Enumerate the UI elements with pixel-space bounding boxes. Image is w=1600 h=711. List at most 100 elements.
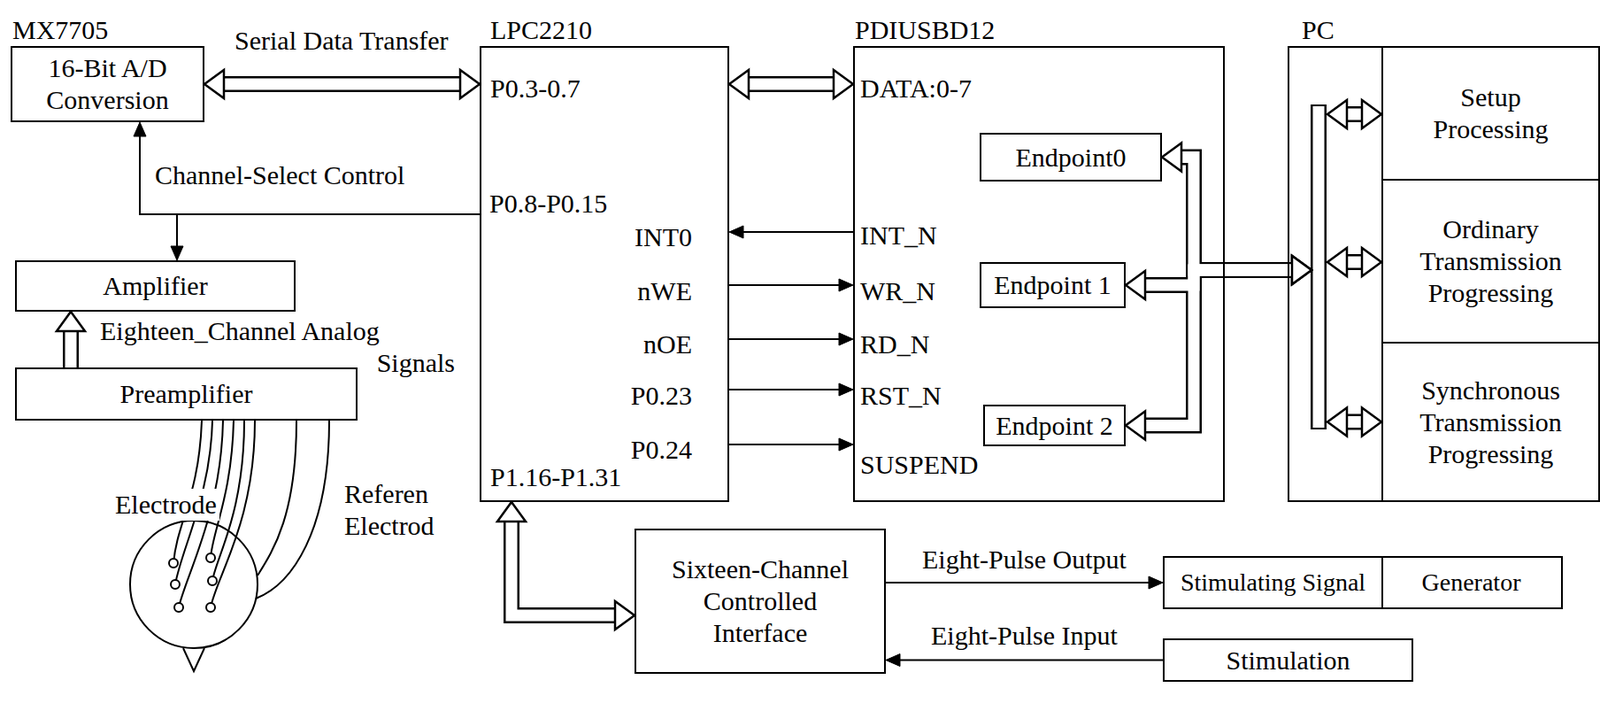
text-area: Preamplifier <box>16 369 356 419</box>
bus-inner <box>65 330 77 368</box>
bus-outline <box>748 76 834 93</box>
connector <box>729 338 841 340</box>
node-text: LPC2210 <box>490 14 593 47</box>
text-area: Endpoint0 <box>981 134 1161 180</box>
arrowhead <box>1125 270 1146 300</box>
arrowhead <box>1161 143 1182 172</box>
connector <box>204 69 480 99</box>
arrowhead <box>170 246 184 261</box>
connector <box>838 278 854 292</box>
bus-inner <box>1346 108 1362 121</box>
connector <box>885 653 900 667</box>
node-text: P0.3-0.7 <box>490 72 581 105</box>
text-area: Endpoint 2 <box>984 406 1124 445</box>
signal-line <box>729 338 841 340</box>
connector <box>133 122 147 137</box>
arrowhead <box>1361 407 1382 437</box>
connector <box>1181 157 1293 271</box>
arrowhead <box>1327 407 1347 437</box>
connector <box>1346 114 1362 116</box>
text-area: Endpoint 1 <box>981 263 1124 307</box>
node-text: 16-Bit A/D Conversion <box>23 52 193 116</box>
arrowhead <box>56 311 85 331</box>
signal-line <box>885 581 1151 584</box>
process-box: Ordinary Transmission Progressing <box>1381 180 1599 344</box>
bus-inner <box>1145 269 1293 426</box>
endpoint-box: Endpoint0 <box>979 132 1162 182</box>
node-text: Synchronous Transmission Progressing <box>1407 374 1576 470</box>
node-text: INT_N <box>860 219 938 252</box>
signal-line <box>729 284 841 286</box>
bus-inner <box>748 78 834 91</box>
arrowhead <box>1292 255 1312 285</box>
connector <box>838 383 854 396</box>
node-text: Endpoint0 <box>1015 141 1127 174</box>
connector <box>748 84 834 85</box>
connector <box>898 659 1163 661</box>
node-text: Endpoint 2 <box>995 409 1114 442</box>
arrowhead <box>885 653 900 667</box>
connector <box>170 246 184 261</box>
signal-line <box>176 214 480 248</box>
connector <box>1148 576 1163 589</box>
node-text: Stimulation <box>1225 644 1350 677</box>
part-label: Electrode <box>112 488 220 521</box>
arrowhead <box>204 69 224 99</box>
nose-mark <box>183 647 205 671</box>
connector <box>1125 255 1312 300</box>
arrowhead <box>833 69 854 99</box>
endpoint-box: Endpoint 2 <box>983 404 1126 447</box>
signal-line <box>741 230 854 233</box>
connector <box>1346 261 1362 263</box>
text-area: Amplifier <box>16 261 294 310</box>
node-text: nOE <box>643 328 693 361</box>
node-text: PC <box>1301 14 1335 47</box>
arrowhead <box>1292 255 1312 285</box>
node-text: Setup Processing <box>1407 81 1576 146</box>
endpoint-box: Endpoint 1 <box>979 261 1126 308</box>
bus-inner <box>1346 415 1362 428</box>
edge-label: Serial Data Transfer <box>231 24 452 57</box>
arrowhead <box>1361 247 1382 277</box>
node-text: SUSPEND <box>860 448 978 481</box>
node-text: nWE <box>637 275 693 308</box>
arrowhead <box>838 278 854 292</box>
node-text: Stimulating Signal <box>1164 557 1382 608</box>
node-text: PDIUSBD12 <box>854 14 995 47</box>
node-text: Preamplifier <box>120 377 254 410</box>
chip-box: LPC2210P0.3-0.7P0.8-P0.15INT0nWEnOEP0.23… <box>479 46 730 502</box>
edge-label: Eight-Pulse Output <box>919 543 1130 576</box>
edge-label: Channel-Select Control <box>152 159 408 192</box>
node-text: P0.24 <box>630 433 693 466</box>
node-text: WR_N <box>860 275 936 308</box>
bus-inner <box>511 521 616 616</box>
connector <box>176 214 480 248</box>
text-area: Synchronous Transmission Progressing <box>1383 343 1599 500</box>
connector <box>741 231 854 233</box>
bus-inner <box>223 78 461 91</box>
preamplifier-box: Preamplifier <box>15 367 358 421</box>
arrowhead <box>1327 100 1347 129</box>
connector <box>729 225 744 239</box>
pc-box: PCSetup ProcessingOrdinary Transmission … <box>1287 46 1600 502</box>
arrowhead <box>729 225 744 239</box>
bus-outline <box>1346 106 1362 123</box>
bus-inner <box>1181 157 1293 271</box>
arrowhead <box>133 122 147 137</box>
amplifier-box: Amplifier <box>15 260 296 312</box>
chip-box: PDIUSBD12DATA:0-7INT_NWR_NRD_NRST_NSUSPE… <box>853 46 1225 502</box>
bus-outline <box>1346 253 1362 270</box>
signal-line <box>729 388 841 391</box>
node-text: RST_N <box>860 379 942 412</box>
connector <box>1327 407 1382 437</box>
text-area: 16-Bit A/D Conversion <box>12 47 203 121</box>
connector <box>1346 421 1362 423</box>
node-text: INT0 <box>634 221 693 254</box>
edge-label: Eight-Pulse Input <box>928 619 1121 652</box>
reference-wire <box>257 420 297 576</box>
chip-box: MX770516-Bit A/D Conversion <box>10 46 205 123</box>
connector <box>139 134 480 215</box>
bus-outline <box>511 521 616 616</box>
connector <box>1327 100 1382 129</box>
